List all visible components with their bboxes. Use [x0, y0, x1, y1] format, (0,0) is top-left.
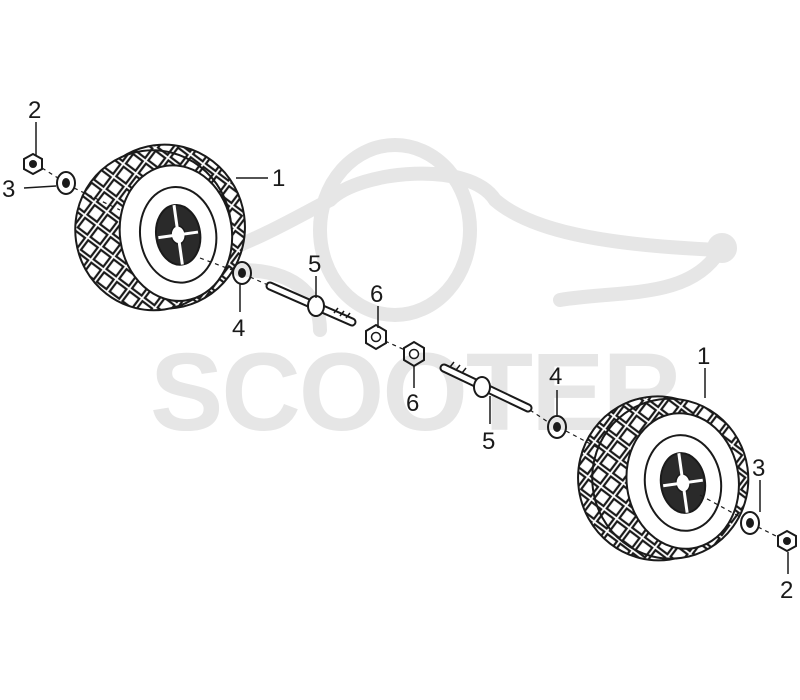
callout-label: 4 [232, 315, 245, 342]
callout-leader-lines [23, 122, 789, 574]
left-axle-nut [365, 323, 387, 351]
alignment-axis-lines [41, 167, 779, 538]
left-wheel [74, 143, 246, 312]
right-wheel [577, 395, 750, 562]
left-outer-washer [56, 171, 76, 195]
callout-label: 1 [697, 343, 710, 370]
left-hub-spokes [158, 204, 199, 265]
right-axle [439, 361, 533, 413]
callout-label: 3 [752, 455, 765, 482]
callout-label: 6 [406, 390, 419, 417]
callout-label: 5 [482, 428, 495, 455]
callout-label: 5 [308, 251, 321, 278]
callout-labels: 1 2 3 4 5 6 6 5 4 1 3 2 [2, 97, 793, 604]
callout-label: 2 [28, 97, 41, 124]
right-outer-washer [740, 511, 760, 535]
left-inner-washer [232, 261, 252, 285]
left-outer-nut [23, 152, 43, 176]
watermark-scooter-graphic [193, 138, 737, 337]
callout-label: 6 [370, 281, 383, 308]
callout-label: 2 [780, 577, 793, 604]
right-outer-nut [777, 529, 797, 553]
right-hub-spokes [662, 453, 703, 513]
right-axle-nut [403, 340, 425, 368]
callout-label: 3 [2, 176, 15, 203]
callout-label: 1 [272, 165, 285, 192]
callout-label: 4 [549, 363, 562, 390]
